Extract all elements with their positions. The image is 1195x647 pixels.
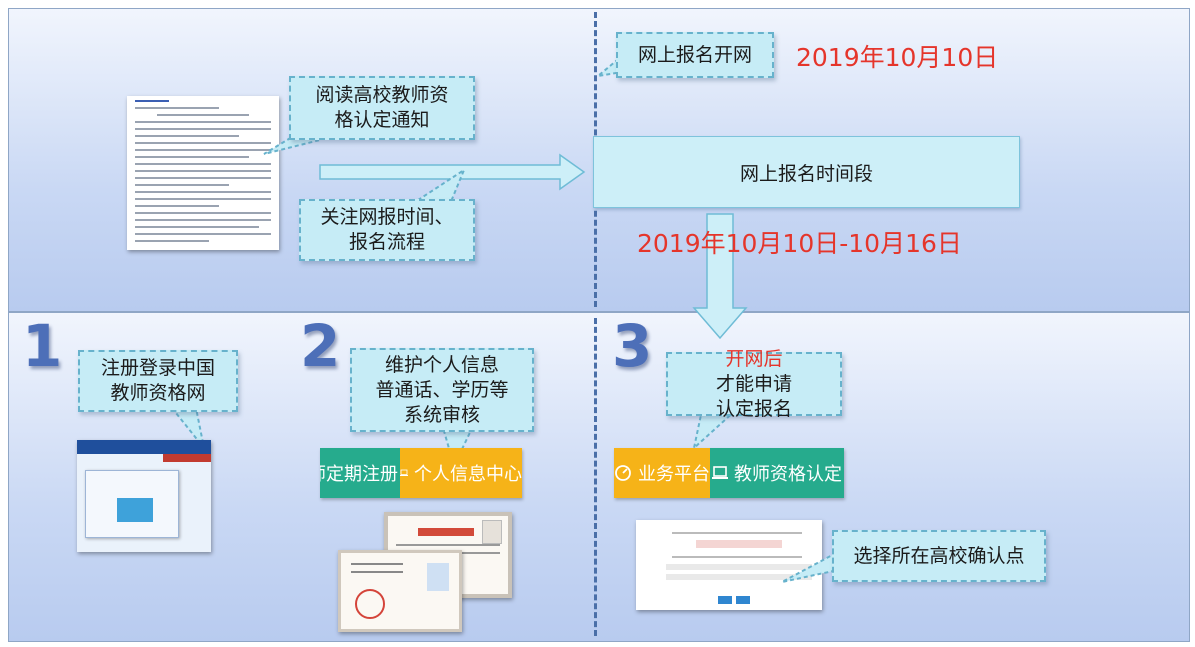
step-2-line3: 系统审核: [403, 403, 480, 426]
read-notice-bubble: 阅读高校教师资 格认定通知: [289, 76, 475, 140]
step-2-tabbar: 师定期注册 个人信息中心: [320, 448, 522, 498]
confirm-bubble: 选择所在高校确认点: [832, 530, 1046, 582]
open-label-bubble: 网上报名开网: [616, 32, 774, 78]
tab-regular-register-label: 师定期注册: [320, 464, 398, 485]
open-label-text: 网上报名开网: [637, 43, 752, 66]
tab-regular-register[interactable]: 师定期注册: [320, 448, 400, 498]
read-notice-line1: 阅读高校教师资: [315, 84, 449, 106]
teacher-site-screenshot: [77, 440, 211, 552]
step-2-line1: 维护个人信息: [384, 353, 499, 376]
focus-flow-line1: 关注网报时间、: [320, 206, 454, 228]
period-date: 2019年10月10日-10月16日: [637, 229, 962, 258]
period-box: 网上报名时间段: [593, 136, 1020, 208]
step-1-line1: 注册登录中国: [100, 357, 215, 379]
step-2-bubble: 维护个人信息 普通话、学历等 系统审核: [350, 348, 534, 432]
tab-business-platform[interactable]: 业务平台: [614, 448, 710, 498]
open-date: 2019年10月10日: [796, 43, 999, 72]
bottom-divider: [594, 318, 597, 636]
flow-arrow-right: [319, 153, 586, 191]
step-3-number: 3: [612, 312, 653, 380]
tab-personal-info-label: 个人信息中心: [414, 464, 522, 485]
step-2-number: 2: [300, 312, 341, 380]
gauge-icon: [615, 465, 631, 481]
step-3-bubble: 开网后才能申请 认定报名: [666, 348, 842, 420]
step-3-tabbar: 业务平台 教师资格认定: [614, 448, 844, 498]
step-1-pointer: [169, 407, 205, 449]
step-3-line2: 认定报名: [715, 397, 792, 420]
step-1-bubble: 注册登录中国 教师资格网: [78, 350, 238, 412]
laptop-icon: [712, 466, 728, 479]
laptop-icon: [400, 469, 408, 476]
step-2-line2: 普通话、学历等: [375, 378, 509, 401]
tab-teacher-qualification-label: 教师资格认定: [734, 464, 842, 485]
confirm-pointer: [781, 550, 839, 583]
tab-personal-info-center[interactable]: 个人信息中心: [400, 448, 522, 498]
read-notice-line2: 格认定通知: [334, 109, 430, 131]
step-3-line1: 开网后才能申请: [716, 347, 792, 397]
flow-arrow-down: [692, 213, 748, 340]
notice-document: [127, 96, 279, 250]
step-3-line1-rest: 才能申请: [715, 372, 792, 395]
confirm-label: 选择所在高校确认点: [853, 544, 1025, 567]
focus-flow-pointer: [410, 168, 466, 205]
focus-flow-bubble: 关注网报时间、 报名流程: [299, 199, 475, 261]
period-label: 网上报名时间段: [739, 162, 873, 185]
step-1-number: 1: [22, 312, 63, 380]
tab-business-platform-label: 业务平台: [638, 464, 710, 485]
step-1-line2: 教师资格网: [110, 382, 206, 404]
confirm-point-form-screenshot: [636, 520, 822, 610]
step-3-line1-red: 开网后: [725, 347, 783, 370]
focus-flow-line2: 报名流程: [348, 231, 425, 253]
mandarin-certificate: [338, 550, 462, 632]
tab-teacher-qualification[interactable]: 教师资格认定: [710, 448, 844, 498]
